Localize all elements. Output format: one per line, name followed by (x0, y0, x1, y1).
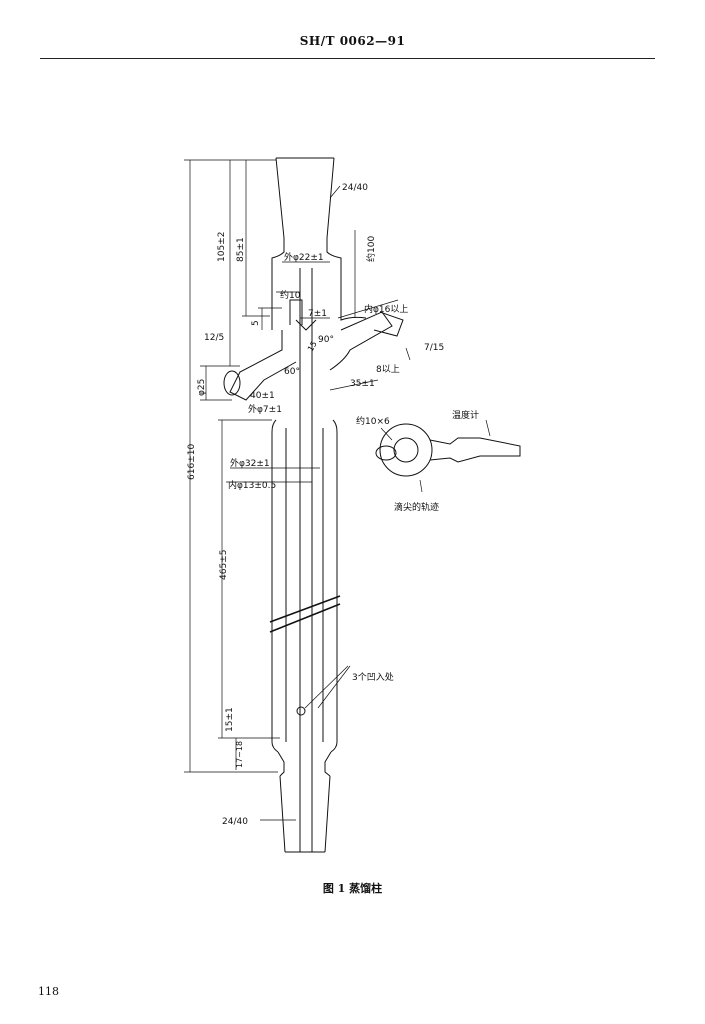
label-dim-8: 8以上 (376, 364, 400, 375)
bottom-joint (279, 775, 331, 853)
page-number: 118 (38, 985, 59, 998)
label-dim-7: 7±1 (308, 309, 327, 319)
label-angle-90: 90° (318, 335, 334, 345)
label-dim-85: 85±1 (236, 237, 246, 262)
top-joint-outline (275, 157, 335, 239)
label-dim-18: 17~18 (235, 741, 244, 768)
label-outer-32: 外φ32±1 (230, 457, 270, 469)
label-angle-60: 60° (284, 367, 300, 377)
break-line (269, 595, 341, 633)
label-dim-35: 35±1 (350, 379, 375, 389)
label-joint-bottom: 24/40 (222, 817, 248, 827)
head-chamber (271, 268, 367, 330)
jacket-inner (285, 428, 324, 742)
inset-outer-circle (379, 423, 433, 477)
label-thermometer: 温度计 (452, 409, 479, 421)
label-dim-100: 约100 (365, 236, 377, 262)
drip-tip (295, 319, 317, 331)
label-joint-side-left: 12/5 (204, 333, 224, 343)
label-inner-13: 内φ13±0.5 (228, 479, 276, 491)
figure-caption: 图 1 蒸馏柱 (322, 882, 383, 895)
label-joint-top: 24/40 (342, 183, 368, 193)
inset-arm (429, 437, 521, 463)
neck-outline (271, 238, 342, 268)
left-joint-ring (223, 370, 241, 396)
label-joint-side-right: 7/15 (424, 343, 444, 353)
jacket-outer (271, 419, 338, 753)
right-side-arm (329, 311, 393, 371)
left-side-arm (229, 330, 297, 401)
label-outer-22: 外φ22±1 (284, 251, 324, 263)
label-dents: 3个凹入处 (352, 671, 394, 683)
header-rule (40, 58, 655, 59)
page-header: SH/T 0062—91 (299, 34, 406, 48)
label-dim-15b: 15±1 (225, 707, 235, 732)
label-dim-465: 465±5 (219, 550, 229, 580)
thermometer-stub (289, 299, 303, 325)
bottom-neck (277, 751, 332, 777)
label-dim-15: 15 (306, 340, 319, 353)
label-about-10x6: 约10×6 (356, 415, 390, 427)
label-outer-7: 外φ7±1 (248, 403, 282, 415)
label-dim-616: 616±10 (187, 444, 197, 480)
label-dim-40: 40±1 (250, 391, 275, 401)
label-about-10: 约10 (280, 289, 301, 301)
label-inner-16: 内φ16以上 (364, 303, 408, 315)
label-tip-path: 滴尖的轨迹 (394, 501, 439, 513)
label-phi-25: φ25 (197, 379, 207, 396)
dent-mark (296, 706, 306, 716)
inset-slot (375, 445, 397, 461)
inset-inner-circle (393, 437, 419, 463)
label-dim-5: 5 (251, 320, 261, 326)
dim-lines (184, 159, 491, 821)
right-joint (373, 311, 404, 337)
label-dim-105: 105±2 (217, 232, 227, 262)
inner-tube (299, 268, 313, 852)
